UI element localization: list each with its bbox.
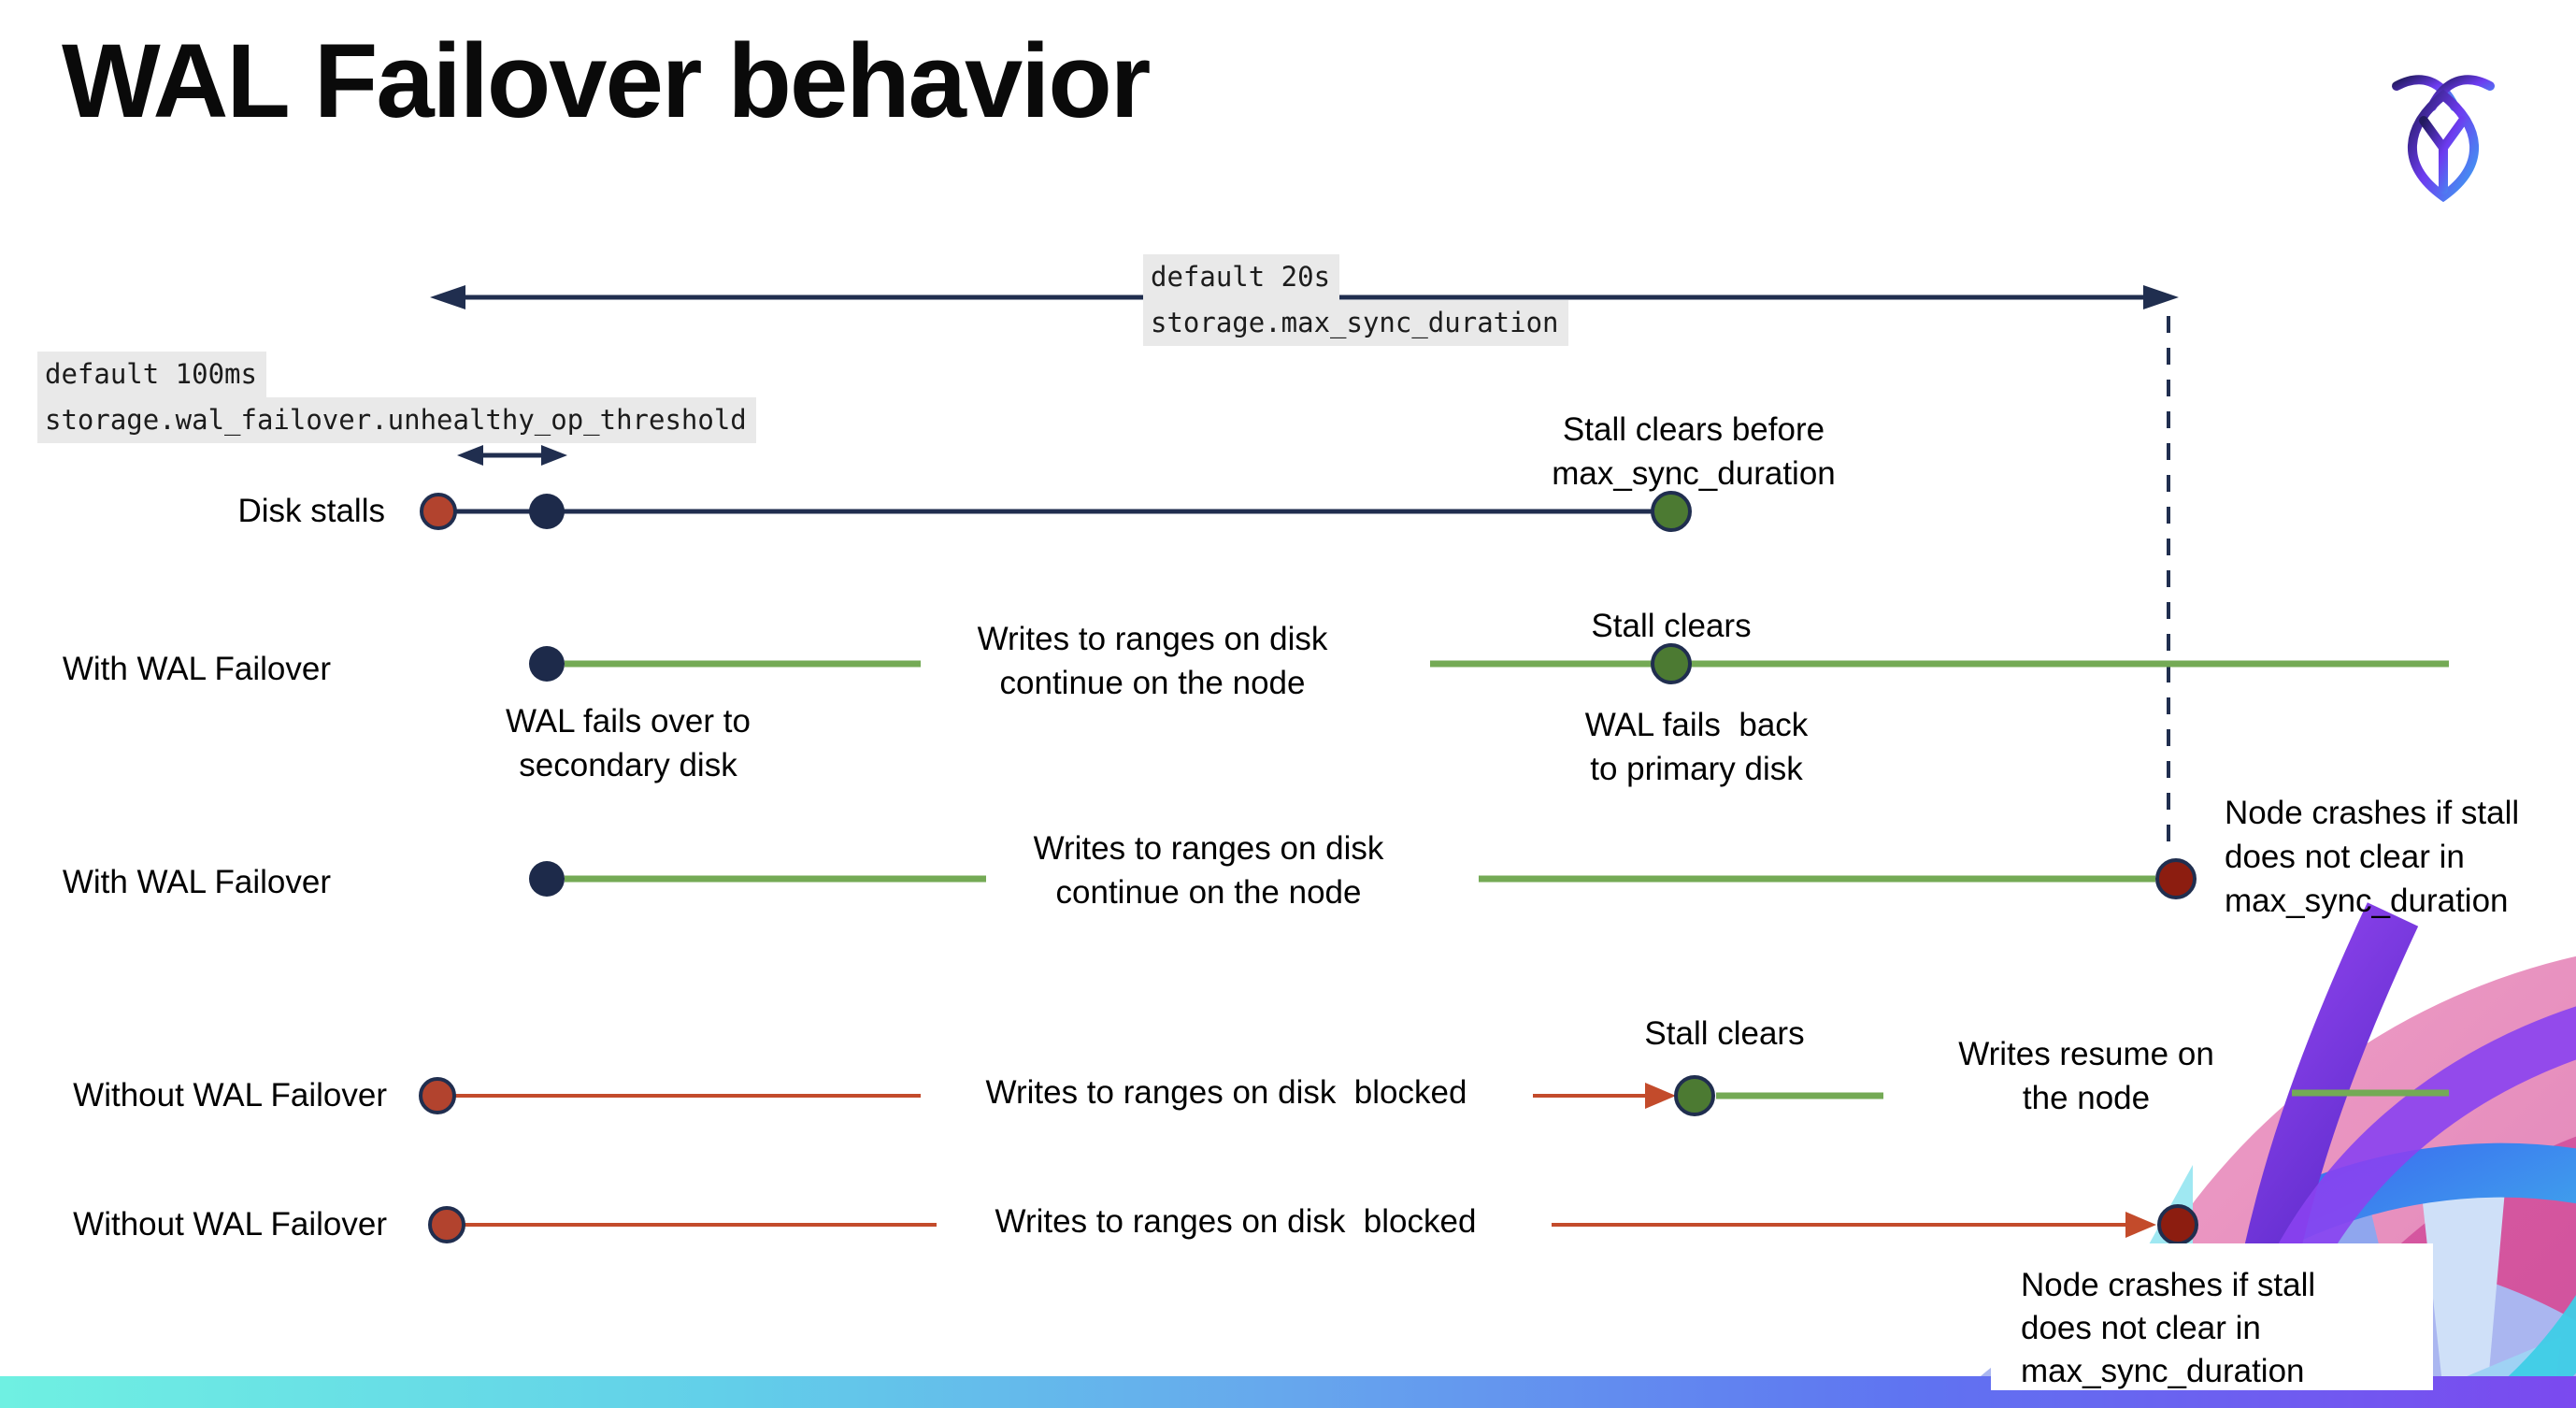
- threshold-right-arrowhead: [541, 445, 567, 466]
- wal-fails-over-label: WAL fails over to secondary disk: [506, 703, 751, 783]
- unhealthy-op-default-value: default 100ms: [37, 352, 266, 397]
- writes-continue-label-2: Writes to ranges on disk continue on the…: [1033, 830, 1384, 911]
- row-label-with-wal-failover-1: With WAL Failover: [62, 651, 331, 687]
- failover-dot: [529, 861, 565, 897]
- logo-body: [2407, 89, 2480, 203]
- writes-blocked-label-2: Writes to ranges on disk blocked: [995, 1203, 1477, 1240]
- node-crashes-label-right: Node crashes if stall does not clear in …: [2225, 795, 2520, 919]
- unhealthy-op-setting-name: storage.wal_failover.unhealthy_op_thresh…: [37, 397, 756, 443]
- art-teal-leg: [2497, 1295, 2576, 1408]
- wal-fails-back-label: WAL fails back to primary disk: [1584, 707, 1809, 787]
- stall-start-dot: [420, 493, 457, 530]
- row-label-without-wal-failover-2: Without WAL Failover: [73, 1206, 387, 1243]
- art-fan-wedge: [2419, 1169, 2507, 1408]
- stall-start-dot: [428, 1206, 465, 1243]
- max-sync-setting-name: storage.max_sync_duration: [1143, 300, 1568, 346]
- max-sync-config-label: default 20s storage.max_sync_duration: [1143, 254, 1568, 346]
- row-label-with-wal-failover-2: With WAL Failover: [62, 864, 331, 900]
- cockroachdb-logo: [2392, 75, 2495, 203]
- stall-clears-before-label: Stall clears before max_sync_duration: [1552, 411, 1836, 492]
- node-crash-dot: [2157, 1204, 2198, 1245]
- node-crash-dot: [2155, 858, 2197, 899]
- red-arrowhead: [2125, 1212, 2156, 1238]
- stall-start-dot: [419, 1077, 456, 1114]
- node-crashes-callout-box: Node crashes if stall does not clear in …: [1991, 1243, 2433, 1390]
- unhealthy-op-config-label: default 100ms storage.wal_failover.unhea…: [37, 352, 756, 443]
- red-arrowhead: [1645, 1083, 1676, 1109]
- threshold-left-arrowhead: [457, 445, 483, 466]
- failover-dot: [529, 646, 565, 682]
- max-sync-left-arrowhead: [430, 285, 465, 309]
- writes-continue-label-1: Writes to ranges on disk continue on the…: [977, 621, 1328, 701]
- row-label-disk-stalls: Disk stalls: [237, 493, 385, 529]
- row-label-without-wal-failover-1: Without WAL Failover: [73, 1077, 387, 1113]
- logo-y-vein: [2419, 116, 2468, 194]
- stall-clears-dot: [1651, 643, 1692, 684]
- stall-clears-dot: [1651, 491, 1692, 532]
- stall-clears-dot: [1674, 1075, 1715, 1116]
- writes-blocked-label-1: Writes to ranges on disk blocked: [985, 1074, 1467, 1111]
- writes-resume-label: Writes resume on the node: [1958, 1036, 2214, 1116]
- page-title: WAL Failover behavior: [62, 22, 1151, 139]
- stall-clears-label-1: Stall clears: [1591, 608, 1752, 644]
- max-sync-right-arrowhead: [2143, 285, 2179, 309]
- max-sync-default-value: default 20s: [1143, 254, 1340, 300]
- threshold-dot: [529, 494, 565, 529]
- stall-clears-label-2: Stall clears: [1644, 1015, 1805, 1052]
